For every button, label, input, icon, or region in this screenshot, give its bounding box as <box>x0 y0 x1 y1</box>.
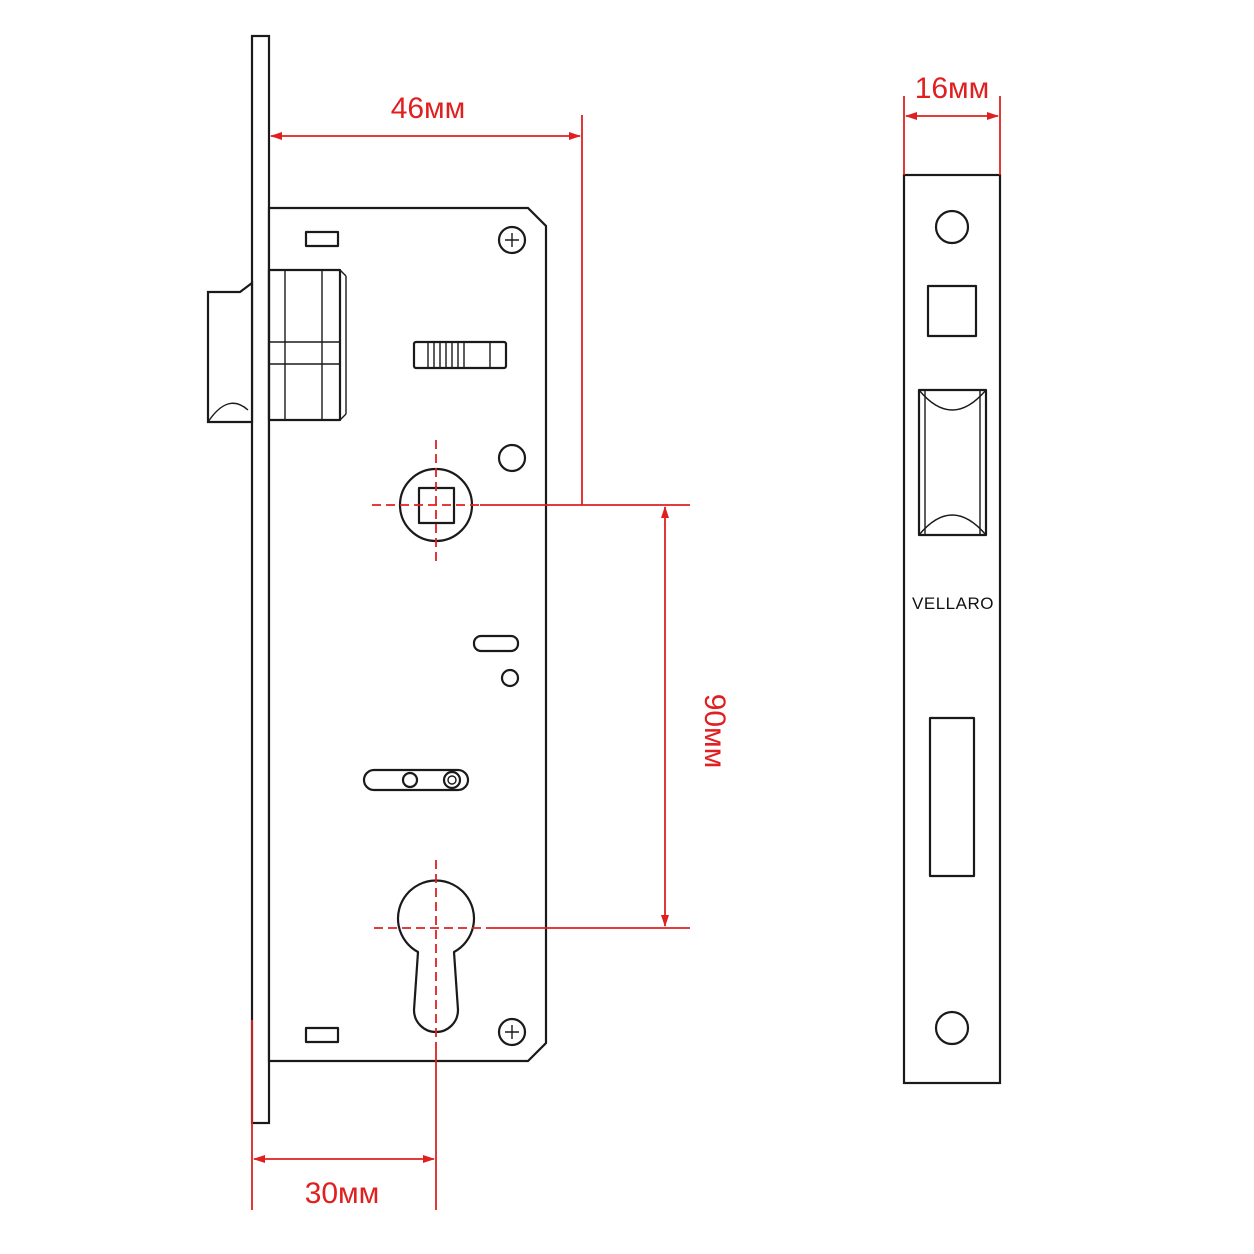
adjust-slot <box>362 768 470 792</box>
lock-case <box>267 206 548 1063</box>
dimension-90-label: 90мм <box>698 694 731 769</box>
lock-side-view <box>206 34 548 1125</box>
dimension-16-label: 16мм <box>915 72 990 105</box>
dimension-46-label: 46мм <box>391 92 466 125</box>
faceplate-square-hole <box>926 284 978 338</box>
dimension-46: 46мм <box>270 92 583 505</box>
dimension-30-label: 30мм <box>305 1177 380 1210</box>
faceplate-brand: VELLARO <box>912 594 994 613</box>
bottom-screw-icon <box>497 1017 527 1047</box>
faceplate-latch-opening <box>917 388 988 537</box>
top-screw-icon <box>497 225 527 255</box>
bottom-slot <box>304 1026 340 1044</box>
faceplate <box>902 173 1002 1085</box>
faceplate-view: VELLARO <box>902 173 1002 1085</box>
upper-hole <box>497 443 527 473</box>
mid-hole <box>500 668 520 688</box>
latch-mechanism <box>267 268 347 422</box>
dimension-16: 16мм <box>903 72 1001 175</box>
ridged-switch <box>412 340 508 370</box>
faceplate-bottom-screw-hole <box>934 1010 970 1046</box>
cylinder-cutout <box>396 879 476 1034</box>
centerlines <box>372 440 488 1050</box>
faceplate-bolt-opening <box>928 716 976 878</box>
mid-slot <box>472 634 520 653</box>
front-plate <box>250 34 271 1125</box>
dimension-30: 30мм <box>251 1020 437 1210</box>
faceplate-top-screw-hole <box>934 209 970 245</box>
top-slot <box>304 230 340 248</box>
dimension-90: 90мм <box>480 504 731 929</box>
latch-bolt <box>206 280 254 424</box>
